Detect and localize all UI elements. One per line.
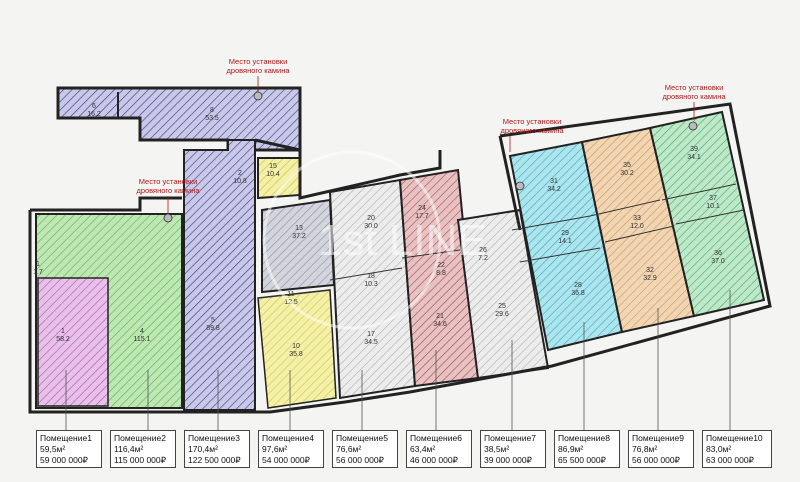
premise-card-4[interactable]: Помещение4 97,6м² 54 000 000₽ [258, 430, 324, 468]
premise-name: Помещение1 [40, 433, 92, 443]
premise-area: 38,5м² [484, 444, 510, 454]
premise-card-8[interactable]: Помещение8 86,9м² 65 500 000₽ [554, 430, 620, 468]
premise-price: 63 000 000₽ [706, 455, 754, 465]
premise-price: 65 500 000₽ [558, 455, 606, 465]
premise-price: 54 000 000₽ [262, 455, 310, 465]
premise-card-10[interactable]: Помещение10 83,0м² 63 000 000₽ [702, 430, 772, 468]
premise-name: Помещение7 [484, 433, 536, 443]
svg-text:228.8: 228.8 [436, 262, 446, 277]
svg-text:853.5: 853.5 [205, 107, 219, 122]
premise-card-7[interactable]: Помещение7 38,5м² 39 000 000₽ [480, 430, 546, 468]
premise-area: 76,6м² [336, 444, 362, 454]
premise-card-3[interactable]: Помещение3 170,4м² 122 500 000₽ [184, 430, 250, 468]
premise-area: 76,8м² [632, 444, 658, 454]
premise-name: Помещение3 [188, 433, 240, 443]
premise-price: 122 500 000₽ [188, 455, 241, 465]
watermark-logo: 1st LINE [262, 150, 487, 330]
outer-walls [28, 102, 772, 414]
premise-area: 86,9м² [558, 444, 584, 454]
premise-area: 63,4м² [410, 444, 436, 454]
svg-text:1st LINE: 1st LINE [318, 216, 487, 265]
card-pointer-lines [65, 290, 731, 430]
premise-name: Помещение10 [706, 433, 763, 443]
premise-area: 59,5м² [40, 444, 66, 454]
premise-area: 97,6м² [262, 444, 288, 454]
fireplace-icon [163, 91, 698, 223]
interior-walls [257, 183, 745, 299]
svg-text:11.7: 11.7 [33, 261, 43, 276]
premise-card-1[interactable]: Помещение1 59,5м² 59 000 000₽ [36, 430, 102, 468]
premise-card-9[interactable]: Помещение9 76,8м² 56 000 000₽ [628, 430, 694, 468]
premise-name: Помещение2 [114, 433, 166, 443]
premise-name: Помещение4 [262, 433, 314, 443]
svg-text:158.2: 158.2 [56, 328, 70, 343]
premise-name: Помещение5 [336, 433, 388, 443]
premise-card-5[interactable]: Помещение5 76,6м² 56 000 000₽ [332, 430, 398, 468]
premise-card-2[interactable]: Помещение2 116,4м² 115 000 000₽ [110, 430, 176, 468]
premise-name: Помещение8 [558, 433, 610, 443]
premise-area: 116,4м² [114, 444, 144, 454]
premise-area: 170,4м² [188, 444, 218, 454]
premise-price: 56 000 000₽ [336, 455, 384, 465]
svg-text:267.2: 267.2 [478, 247, 488, 262]
premise-card-6[interactable]: Помещение6 63,4м² 46 000 000₽ [406, 430, 472, 468]
premise-price: 46 000 000₽ [410, 455, 458, 465]
premise-price: 115 000 000₽ [114, 455, 167, 465]
premise-price: 56 000 000₽ [632, 455, 680, 465]
premise-price: 59 000 000₽ [40, 455, 88, 465]
svg-text:589.8: 589.8 [206, 317, 220, 332]
premise-area: 83,0м² [706, 444, 732, 454]
premise-name: Помещение9 [632, 433, 684, 443]
svg-text:210.8: 210.8 [233, 170, 247, 185]
premise-name: Помещение6 [410, 433, 462, 443]
premise-price: 39 000 000₽ [484, 455, 532, 465]
